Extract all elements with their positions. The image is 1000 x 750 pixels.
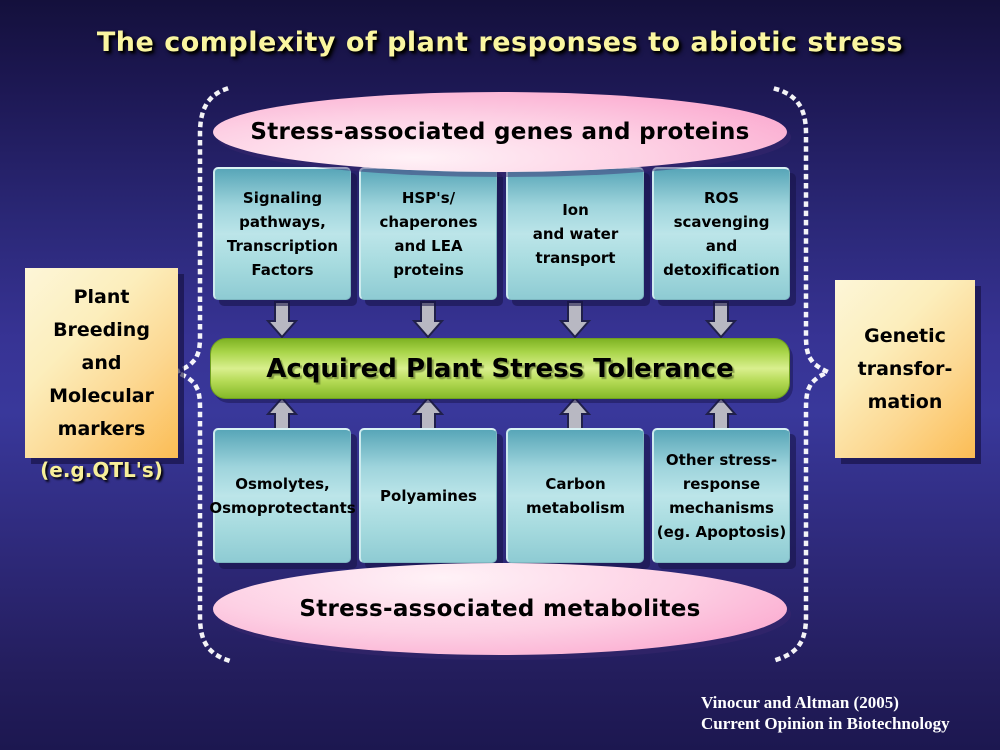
box-hsp-chaperones: HSP's/ chaperones and LEA proteins xyxy=(359,167,497,300)
plant-breeding-box: Plant Breeding and Molecular markers xyxy=(25,268,178,458)
box-line: Carbon xyxy=(545,475,606,493)
box-carbon-metabolism: Carbon metabolism xyxy=(506,428,644,563)
box-line: chaperones xyxy=(379,213,478,231)
citation-journal: Current Opinion in Biotechnology xyxy=(701,714,950,733)
metabolites-label: Stress-associated metabolites xyxy=(299,596,701,622)
acquired-stress-tolerance-label: Acquired Plant Stress Tolerance xyxy=(266,353,734,384)
box-line: Polyamines xyxy=(380,487,477,505)
box-line: ROS xyxy=(703,189,740,207)
box-line: (eg. Apoptosis) xyxy=(656,523,787,541)
box-line: Molecular xyxy=(49,384,154,407)
box-line: HSP's/ xyxy=(401,189,456,207)
box-line: scavenging xyxy=(673,213,770,231)
box-line: detoxification xyxy=(663,261,780,279)
box-line: transfor- xyxy=(857,357,953,380)
box-ion-water-transport: Ion and water transport xyxy=(506,167,644,300)
box-osmolytes: Osmolytes, Osmoprotectants xyxy=(209,428,356,563)
box-line: Osmoprotectants xyxy=(209,499,356,517)
up-arrow-1 xyxy=(265,396,299,431)
box-line: Ion xyxy=(562,201,589,219)
box-ros-scavenging: ROS scavenging and detoxification xyxy=(652,167,790,300)
box-line: pathways, xyxy=(239,213,326,231)
box-line: Osmolytes, xyxy=(235,475,330,493)
qtl-caption: (e.g.QTL's) xyxy=(40,458,163,482)
box-line: Plant xyxy=(73,285,130,308)
box-other-stress-response: Other stress- response mechanisms (eg. A… xyxy=(652,428,790,563)
right-brace-dotted xyxy=(769,86,834,664)
slide-title: The complexity of plant responses to abi… xyxy=(96,27,904,58)
box-line: and LEA xyxy=(394,237,463,255)
box-line: Factors xyxy=(251,261,314,279)
box-line: mechanisms xyxy=(669,499,774,517)
box-line: mation xyxy=(867,390,943,413)
box-line: Transcription xyxy=(226,237,339,255)
box-line: response xyxy=(682,475,761,493)
box-polyamines: Polyamines xyxy=(359,428,497,563)
down-arrow-1 xyxy=(265,301,299,339)
box-line: markers xyxy=(57,417,146,440)
down-arrow-2 xyxy=(411,301,445,339)
box-line: and water xyxy=(532,225,619,243)
up-arrow-2 xyxy=(411,396,445,431)
acquired-stress-tolerance-bar: Acquired Plant Stress Tolerance xyxy=(210,338,790,399)
citation-authors: Vinocur and Altman (2005) xyxy=(701,693,899,712)
down-arrow-3 xyxy=(558,301,592,339)
genes-proteins-label: Stress-associated genes and proteins xyxy=(250,119,750,145)
box-line: Signaling xyxy=(242,189,323,207)
down-arrow-4 xyxy=(704,301,738,339)
box-line: Breeding xyxy=(53,318,150,341)
box-line: and xyxy=(705,237,738,255)
box-line: Other stress- xyxy=(665,451,778,469)
box-line: transport xyxy=(535,249,616,267)
box-line: and xyxy=(81,351,122,374)
box-signaling-pathways: Signaling pathways, Transcription Factor… xyxy=(213,167,351,300)
box-line: Genetic xyxy=(864,324,946,347)
up-arrow-3 xyxy=(558,396,592,431)
genetic-transformation-box: Genetic transfor- mation xyxy=(835,280,975,458)
up-arrow-4 xyxy=(704,396,738,431)
box-line: proteins xyxy=(393,261,464,279)
citation: Vinocur and Altman (2005) Current Opinio… xyxy=(701,692,996,734)
box-line: metabolism xyxy=(526,499,625,517)
metabolites-ellipse: Stress-associated metabolites xyxy=(213,563,787,655)
genes-proteins-ellipse: Stress-associated genes and proteins xyxy=(213,92,787,172)
